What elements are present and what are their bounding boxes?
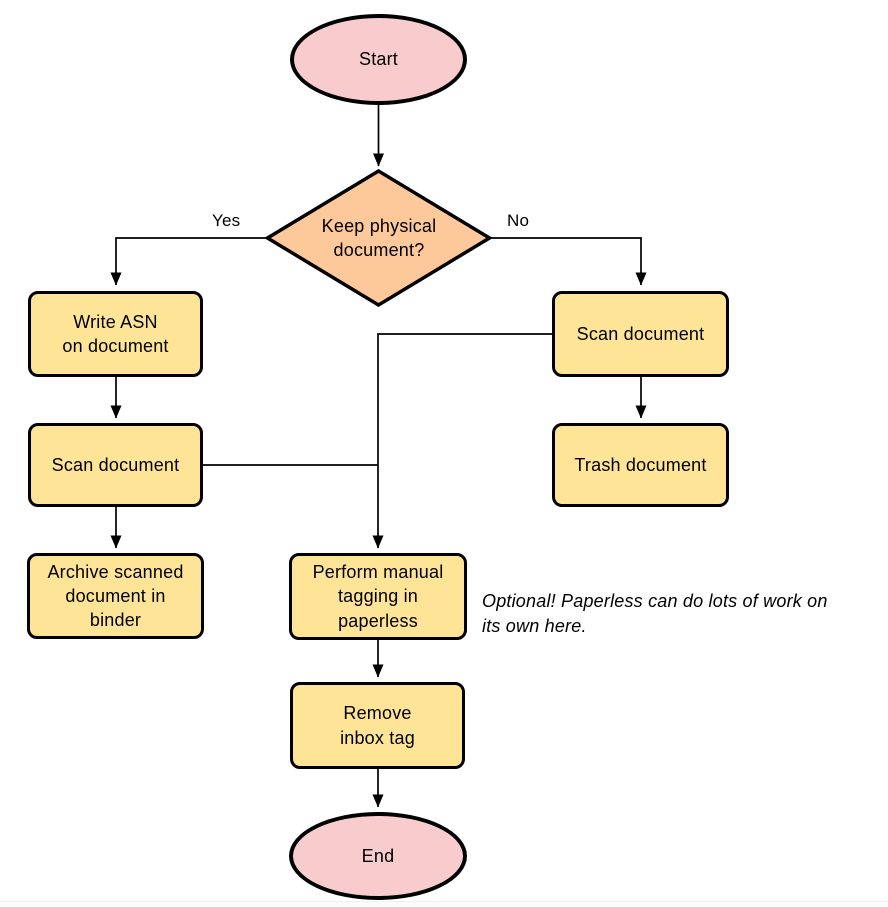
annotation-note: Optional! Paperless can do lots of work …	[482, 591, 828, 636]
decision-label: Keep physical document?	[289, 196, 469, 280]
decision-diamond-shape	[264, 168, 493, 308]
process-remove-label: Remove inbox tag	[340, 703, 415, 748]
page-bottom-divider	[0, 901, 888, 907]
edge-label-no: No	[507, 211, 530, 230]
process-trash-document: Trash document	[552, 423, 729, 507]
process-scan-right-label: Scan document	[576, 323, 705, 344]
connector-rightscan-to-tagging	[372, 333, 552, 549]
start-terminal: Start	[290, 14, 467, 105]
process-tagging-label: Perform manual tagging in paperless	[312, 562, 444, 631]
process-archive-binder: Archive scanned document in binder	[27, 553, 204, 639]
end-label: End	[361, 845, 395, 866]
process-write-asn-label: Write ASN on document	[62, 311, 169, 356]
connector-yes-branch	[110, 237, 267, 286]
process-scan-document-left: Scan document	[28, 423, 203, 507]
connector-no-branch	[490, 237, 647, 286]
decision-text: Keep physical document?	[321, 215, 437, 260]
process-write-asn: Write ASN on document	[28, 291, 203, 377]
process-remove-inbox-tag: Remove inbox tag	[290, 682, 465, 769]
process-archive-label: Archive scanned document in binder	[47, 561, 184, 631]
process-scan-document-right: Scan document	[552, 291, 729, 377]
process-scan-left-label: Scan document	[51, 454, 180, 475]
end-terminal: End	[289, 812, 467, 900]
process-trash-label: Trash document	[574, 454, 707, 475]
process-manual-tagging: Perform manual tagging in paperless	[289, 553, 467, 640]
start-label: Start	[358, 49, 398, 70]
edge-label-yes: Yes	[212, 211, 241, 230]
